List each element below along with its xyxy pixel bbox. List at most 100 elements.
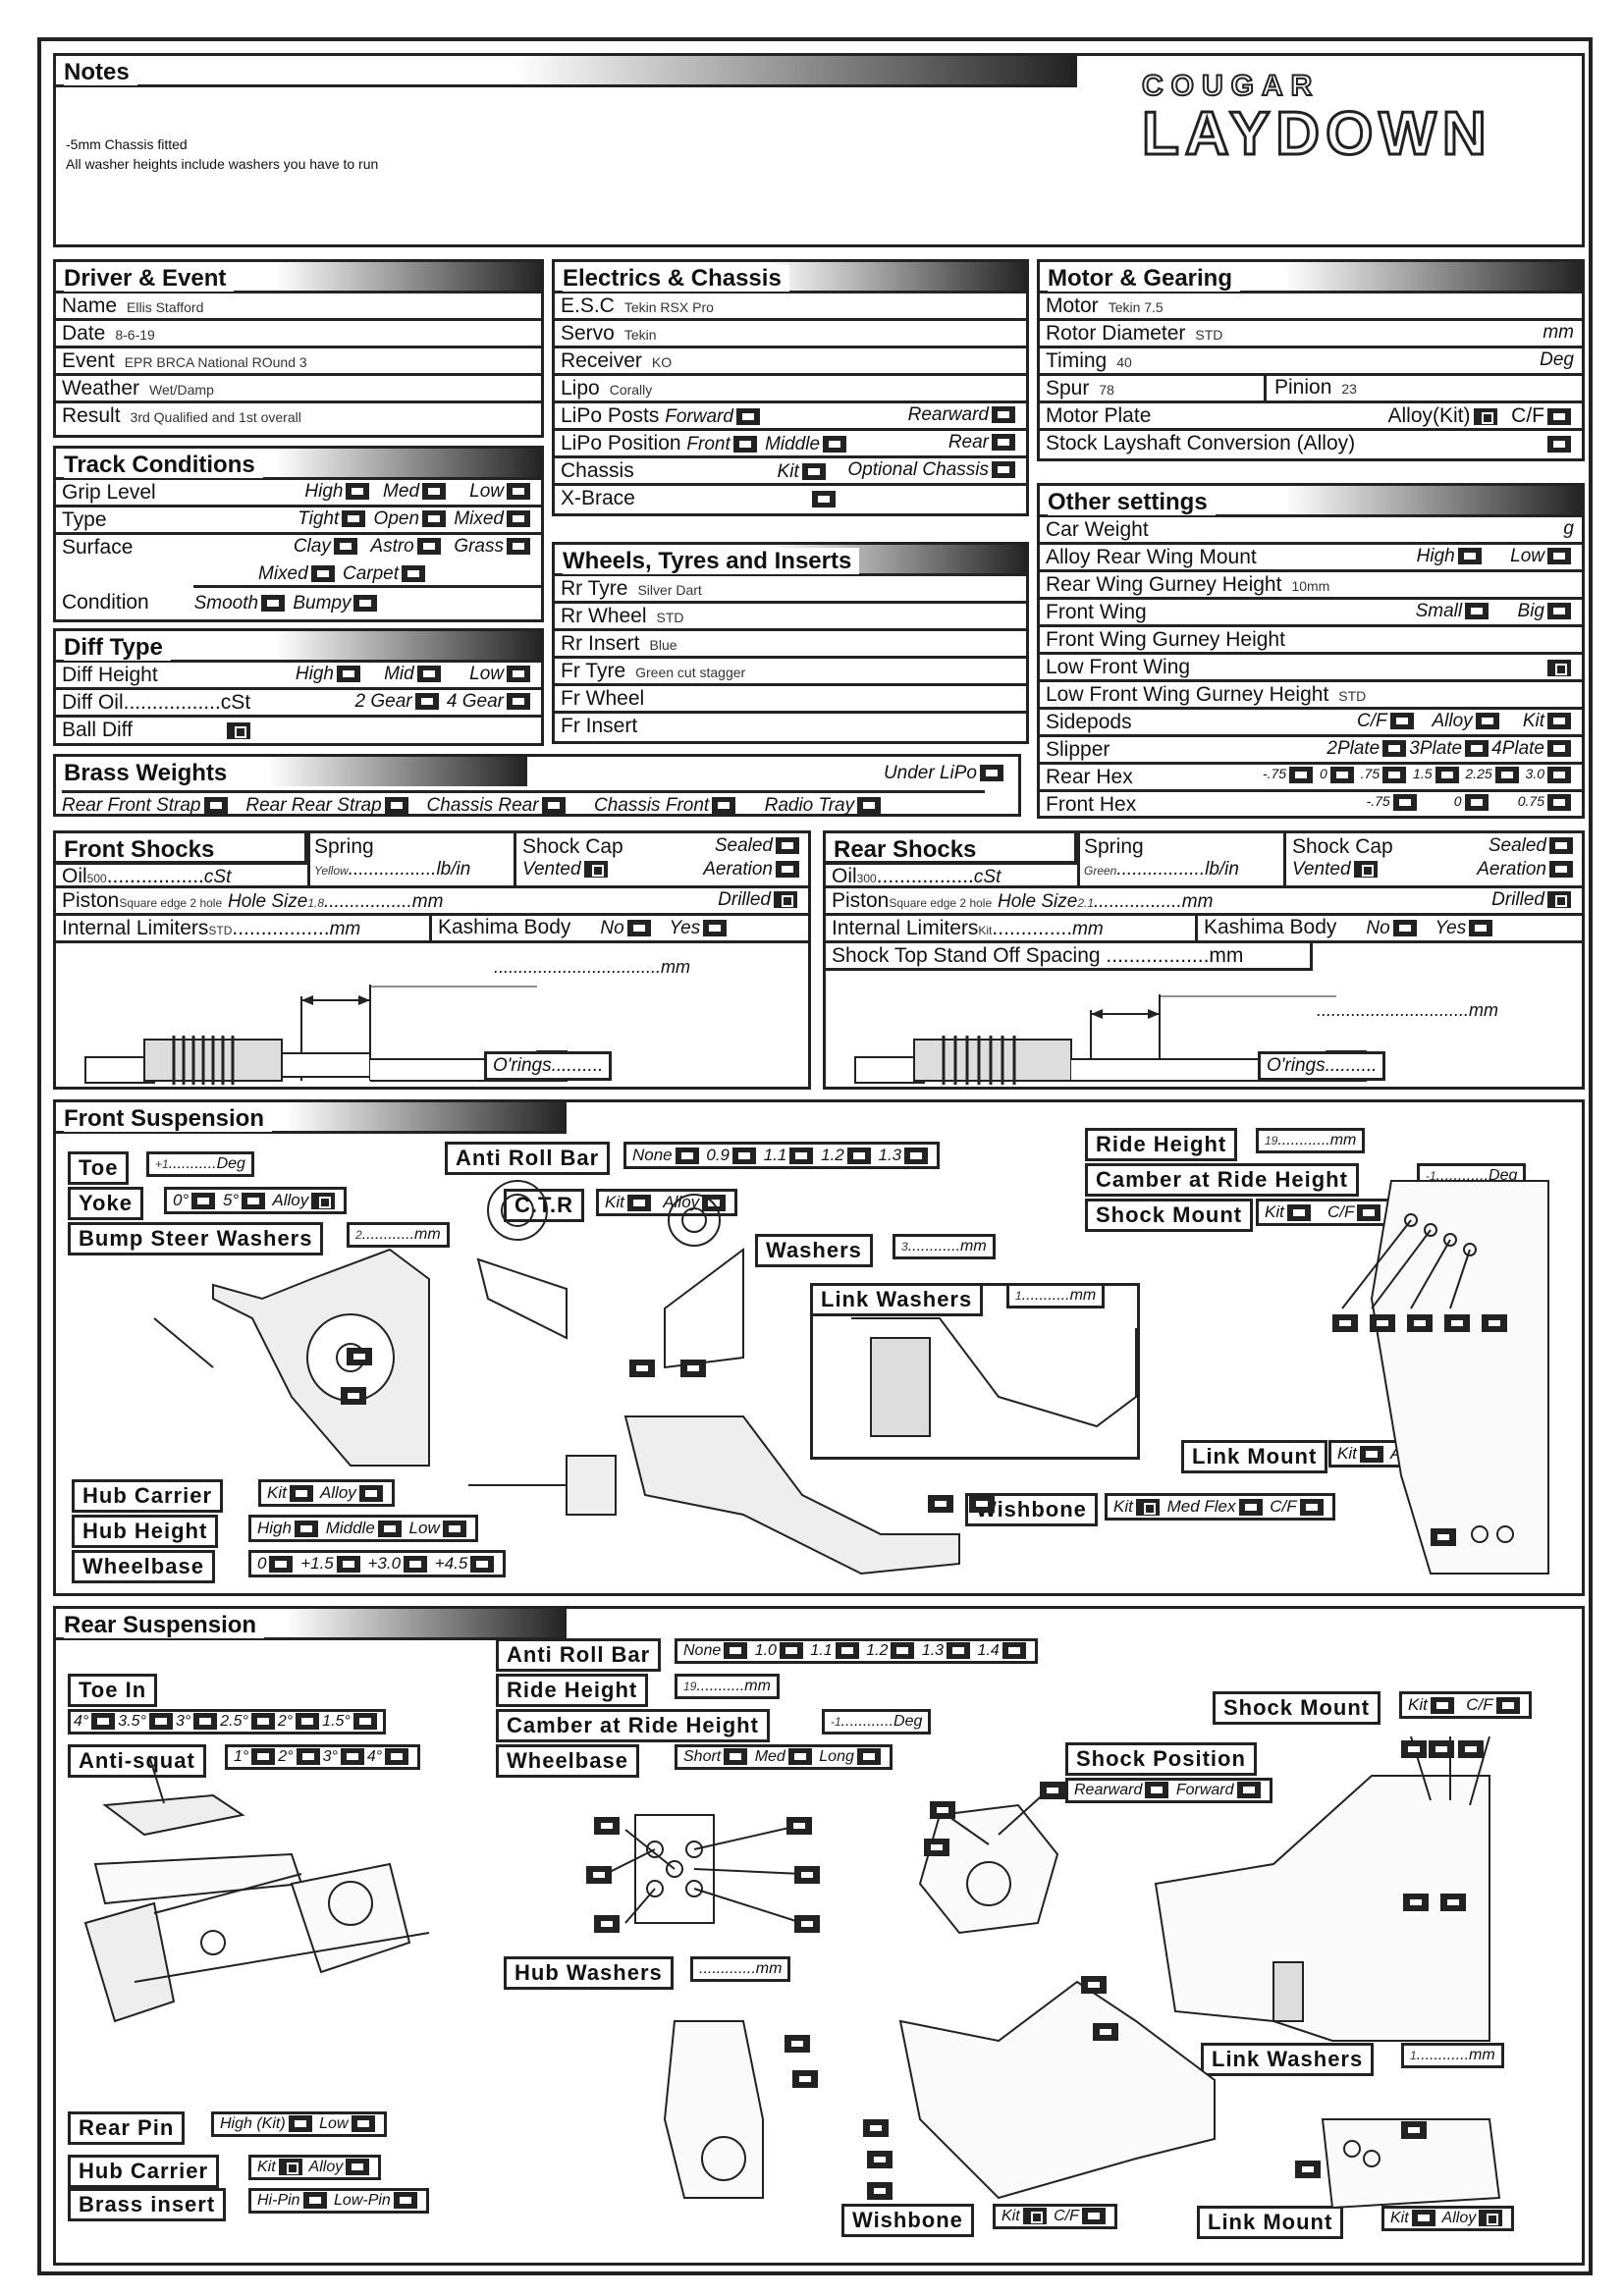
- fs-arb-12-checkbox[interactable]: [846, 1148, 871, 1165]
- rear-hex-15-checkbox[interactable]: [1435, 766, 1459, 783]
- rs-piston-row[interactable]: PistonSquare edge 2 hole Hole Size2.1...…: [826, 888, 1582, 916]
- rs-wish-g-box[interactable]: [1093, 2023, 1118, 2041]
- rwm-low-checkbox[interactable]: [1547, 548, 1571, 565]
- fs-ride-height-field[interactable]: 19............mm: [1256, 1128, 1366, 1153]
- plate-alloy-checkbox[interactable]: [1473, 407, 1497, 425]
- rs-wish-b-box[interactable]: [792, 2070, 818, 2088]
- surface-astro-checkbox[interactable]: [416, 538, 441, 556]
- position-front-checkbox[interactable]: [732, 436, 757, 454]
- yoke-5-checkbox[interactable]: [242, 1193, 266, 1210]
- front-gurney-row[interactable]: Front Wing Gurney Height: [1040, 627, 1582, 655]
- rs-wish-c-box[interactable]: [863, 2119, 889, 2137]
- rs-shockpos-2-box[interactable]: [1429, 1740, 1454, 1758]
- rs-dimension-label[interactable]: ...............................mm: [1317, 1000, 1499, 1020]
- shockpos-rearward-checkbox[interactable]: [1145, 1782, 1169, 1799]
- fs-piston-row[interactable]: PistonSquare edge 2 hole Hole Size1.8...…: [56, 888, 808, 916]
- rs-sealed-checkbox[interactable]: [1549, 837, 1573, 855]
- fs-wish-b-box[interactable]: [969, 1495, 995, 1513]
- shockpos-forward-checkbox[interactable]: [1236, 1782, 1261, 1799]
- rs-wish-d-box[interactable]: [867, 2151, 893, 2168]
- rs-wb-cf-checkbox[interactable]: [1081, 2208, 1106, 2225]
- rs-mount-kit-checkbox[interactable]: [1430, 1697, 1454, 1715]
- fs-vented-checkbox[interactable]: [583, 861, 608, 879]
- fr-wheel-row[interactable]: Fr Wheel: [555, 686, 1026, 714]
- rs-kashima-no-checkbox[interactable]: [1392, 920, 1417, 937]
- rs-hub-a-box[interactable]: [594, 1817, 620, 1835]
- type-tight-checkbox[interactable]: [342, 510, 366, 528]
- hub-washers-field[interactable]: .............mm: [690, 1956, 791, 1982]
- fs-hub-alloy-checkbox[interactable]: [358, 1485, 383, 1503]
- rwm-high-checkbox[interactable]: [1457, 548, 1482, 565]
- fs-aeration-checkbox[interactable]: [776, 861, 799, 879]
- yoke-alloy-checkbox[interactable]: [311, 1193, 336, 1210]
- rs-lm-kit-checkbox[interactable]: [1411, 2210, 1435, 2227]
- slipper-3plate-checkbox[interactable]: [1465, 740, 1489, 758]
- rs-hub-alloy-checkbox[interactable]: [346, 2159, 370, 2176]
- diff-2gear-checkbox[interactable]: [414, 693, 439, 711]
- rs-aeration-checkbox[interactable]: [1549, 861, 1573, 879]
- as-4-checkbox[interactable]: [385, 1748, 409, 1766]
- rs-hub-e-box[interactable]: [794, 1866, 820, 1884]
- hubh-middle-checkbox[interactable]: [377, 1521, 402, 1538]
- rear-hex-075-checkbox[interactable]: [1382, 766, 1407, 783]
- rs-shockpos-4-box[interactable]: [1403, 1894, 1429, 1911]
- ctr-washer-b-box[interactable]: [341, 1387, 366, 1405]
- rs-wish-e-box[interactable]: [867, 2182, 893, 2200]
- ctr-washer-a-box[interactable]: [347, 1348, 372, 1365]
- rs-upright-a-box[interactable]: [1040, 1782, 1065, 1799]
- wb-15-checkbox[interactable]: [336, 1556, 360, 1574]
- rs-upright-c-box[interactable]: [924, 1839, 949, 1856]
- fr-insert-row[interactable]: Fr Insert: [561, 715, 638, 737]
- as-3-checkbox[interactable]: [340, 1748, 364, 1766]
- rs-standoff-row[interactable]: Shock Top Stand Off Spacing ............…: [826, 943, 1313, 971]
- yoke-0-checkbox[interactable]: [191, 1193, 216, 1210]
- fs-mount-kit-checkbox[interactable]: [1286, 1204, 1311, 1222]
- bump-steer-field[interactable]: 2............mm: [347, 1222, 450, 1248]
- fs-mount-4-box[interactable]: [1444, 1314, 1470, 1332]
- ctr-kit-checkbox[interactable]: [626, 1195, 651, 1212]
- rs-wb-med-checkbox[interactable]: [787, 1748, 812, 1766]
- diff-high-checkbox[interactable]: [336, 666, 360, 683]
- fs-washers-field[interactable]: 3............mm: [893, 1234, 996, 1259]
- rs-shockpos-1-box[interactable]: [1401, 1740, 1427, 1758]
- surface-carpet-checkbox[interactable]: [402, 565, 425, 583]
- hipin-checkbox[interactable]: [302, 2192, 327, 2210]
- rs-wb-kit-checkbox[interactable]: [1022, 2208, 1047, 2225]
- as-1-checkbox[interactable]: [251, 1748, 276, 1766]
- grip-med-checkbox[interactable]: [422, 483, 447, 501]
- wb-45-checkbox[interactable]: [470, 1556, 495, 1574]
- rs-linkmount-b-box[interactable]: [1401, 2121, 1427, 2139]
- posts-forward-checkbox[interactable]: [735, 408, 760, 426]
- pin-high-checkbox[interactable]: [288, 2115, 312, 2133]
- fs-linkmount-box[interactable]: [1431, 1528, 1456, 1546]
- front-hex-0-checkbox[interactable]: [1464, 793, 1489, 811]
- fs-lm-kit-checkbox[interactable]: [1359, 1446, 1383, 1464]
- rs-linkmount-a-box[interactable]: [1295, 2161, 1321, 2178]
- sidepods-cf-checkbox[interactable]: [1389, 713, 1414, 730]
- ball-diff-checkbox[interactable]: [226, 721, 250, 739]
- fs-upper-a-box[interactable]: [629, 1360, 655, 1377]
- type-mixed-checkbox[interactable]: [507, 510, 530, 528]
- chassis-front-checkbox[interactable]: [712, 797, 736, 815]
- diff-4gear-checkbox[interactable]: [507, 693, 530, 711]
- rs-vented-checkbox[interactable]: [1353, 861, 1378, 879]
- rs-hub-f-box[interactable]: [794, 1915, 820, 1933]
- fs-toe-field[interactable]: +1...........Deg: [146, 1151, 254, 1177]
- rs-shockpos-5-box[interactable]: [1440, 1894, 1466, 1911]
- rs-hub-c-box[interactable]: [594, 1915, 620, 1933]
- surface-clay-checkbox[interactable]: [333, 538, 357, 556]
- rear-hex-225-checkbox[interactable]: [1494, 766, 1519, 783]
- rs-mount-cf-checkbox[interactable]: [1495, 1697, 1520, 1715]
- toe-3-checkbox[interactable]: [193, 1713, 218, 1731]
